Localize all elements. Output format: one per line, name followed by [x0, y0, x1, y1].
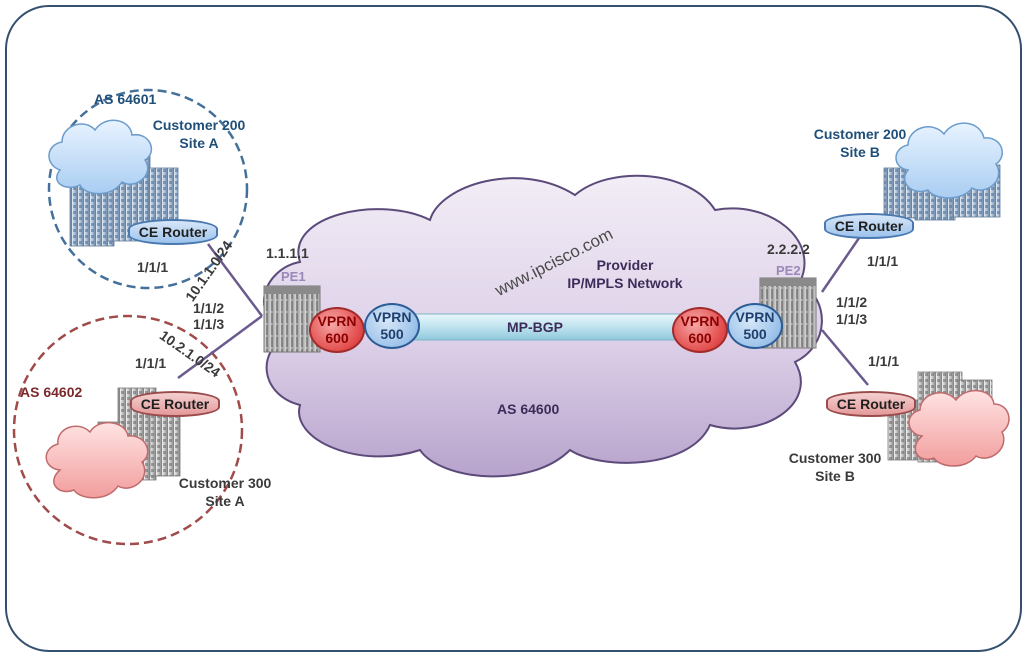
link-pe2-c300b [821, 329, 869, 386]
pe1-chassis-icon [263, 285, 321, 353]
c200b-title-line2: Site B [840, 144, 880, 160]
pe2-vprn-600-line2: 600 [688, 330, 712, 346]
pe2-vprn-500[interactable]: VPRN 500 [727, 303, 783, 349]
pe1-port-c200: 1/1/2 [193, 300, 225, 316]
provider-as-label: AS 64600 [497, 401, 560, 417]
pe1-vprn-500[interactable]: VPRN 500 [364, 303, 420, 349]
pe2-port-c300: 1/1/3 [836, 311, 868, 327]
pe2-vprn-500-line2: 500 [743, 326, 767, 342]
pe1-vprn-600-line1: VPRN [317, 313, 357, 329]
pe2-vprn-600-line1: VPRN [680, 313, 720, 329]
link-c200a-pe1 [207, 243, 263, 317]
c300a-title: Customer 300 Site A [167, 474, 283, 510]
pe1-vprn-500-line1: VPRN [372, 309, 412, 325]
c300a-cloud-icon [45, 422, 149, 499]
pe2-vprn-600[interactable]: VPRN 600 [672, 307, 728, 353]
c300b-title-line1: Customer 300 [788, 450, 882, 466]
pe1-vprn-600-line2: 600 [325, 330, 349, 346]
mpbgp-label: MP-BGP [507, 319, 563, 335]
c200b-cloud-icon [895, 122, 1003, 199]
provider-title-line1: Provider [596, 257, 654, 273]
pe1-port-c300: 1/1/3 [193, 316, 225, 332]
c300b-ce-router[interactable]: CE Router [826, 391, 916, 417]
c200b-title-line1: Customer 200 [813, 126, 907, 142]
pe1-vprn-500-line2: 500 [380, 326, 404, 342]
c200b-ce-router[interactable]: CE Router [824, 213, 914, 239]
c300b-cloud-icon [908, 390, 1010, 467]
pe2-vprn-500-line1: VPRN [735, 309, 775, 325]
diagram-frame [5, 5, 1022, 652]
c300a-ce-port: 1/1/1 [135, 355, 167, 371]
c200a-title-line2: Site A [179, 135, 219, 151]
as64602-label: AS 64602 [20, 384, 83, 400]
c300b-title-line2: Site B [815, 468, 855, 484]
c200a-title-line1: Customer 200 [152, 117, 246, 133]
c300a-title-line2: Site A [205, 493, 245, 509]
pe2-loopback: 2.2.2.2 [767, 241, 810, 257]
pe2-port-c200: 1/1/2 [836, 294, 868, 310]
c200a-ce-port: 1/1/1 [137, 259, 169, 275]
c200a-title: Customer 200 Site A [140, 116, 258, 152]
as64601-boundary [47, 88, 249, 290]
pe1-name: PE1 [281, 269, 306, 284]
c200a-cloud-icon [48, 119, 153, 195]
c300b-title: Customer 300 Site B [777, 449, 893, 485]
pe2-name: PE2 [776, 263, 801, 278]
c200b-ce-port: 1/1/1 [867, 253, 899, 269]
c200b-title: Customer 200 Site B [800, 125, 920, 161]
provider-title-line2: IP/MPLS Network [567, 275, 683, 291]
c300a-ce-router[interactable]: CE Router [130, 391, 220, 417]
c200a-ce-router[interactable]: CE Router [128, 219, 218, 245]
as64602-boundary [12, 314, 244, 546]
provider-title: Provider IP/MPLS Network [560, 256, 690, 292]
link-c300a-pe1 [177, 314, 263, 380]
as64601-label: AS 64601 [94, 91, 157, 107]
pe1-loopback: 1.1.1.1 [266, 245, 309, 261]
pe1-vprn-600[interactable]: VPRN 600 [309, 307, 365, 353]
c300b-ce-port: 1/1/1 [868, 353, 900, 369]
c300a-title-line1: Customer 300 [178, 475, 272, 491]
